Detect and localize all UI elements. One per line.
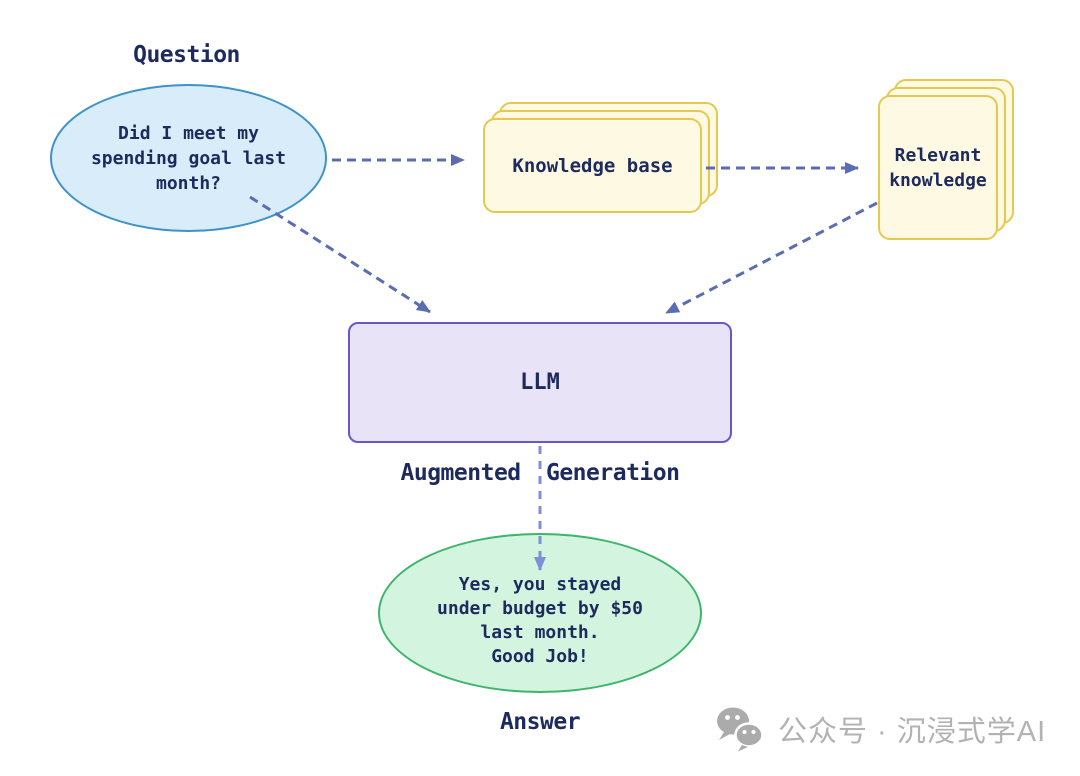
answer-text-line: under budget by $50	[437, 598, 643, 619]
question-label: Question	[133, 42, 240, 68]
answer-bubble: Yes, you stayed under budget by $50 last…	[378, 533, 702, 693]
watermark: 公众号 · 沉浸式学AI	[714, 706, 1046, 752]
answer-text-line: Yes, you stayed	[458, 574, 622, 595]
relevant-knowledge-card: Relevant knowledge	[878, 95, 998, 240]
relevant-knowledge-label-line: knowledge	[889, 169, 987, 191]
question-text-line: spending goal last	[90, 147, 287, 169]
knowledge-base-label: Knowledge base	[512, 154, 673, 177]
question-text-line: month?	[155, 172, 222, 194]
watermark-text: 公众号 · 沉浸式学AI	[778, 716, 1047, 748]
relevant-knowledge-label-line: Relevant	[894, 144, 982, 166]
wechat-icon	[717, 707, 764, 752]
answer-text-line: Good Job!	[491, 646, 589, 667]
question-bubble: Did I meet my spending goal last month?	[50, 84, 327, 232]
answer-label: Answer	[499, 709, 581, 735]
knowledge-base-card: Knowledge base	[483, 118, 702, 213]
arrow-relevant-knowledge-to-llm	[665, 201, 878, 315]
answer-text-line: last month.	[480, 622, 600, 643]
augmented-generation-label: Augmented Generation	[400, 460, 680, 486]
llm-box: LLM	[348, 322, 732, 443]
llm-label: LLM	[520, 370, 560, 395]
question-text-line: Did I meet my	[118, 122, 259, 144]
